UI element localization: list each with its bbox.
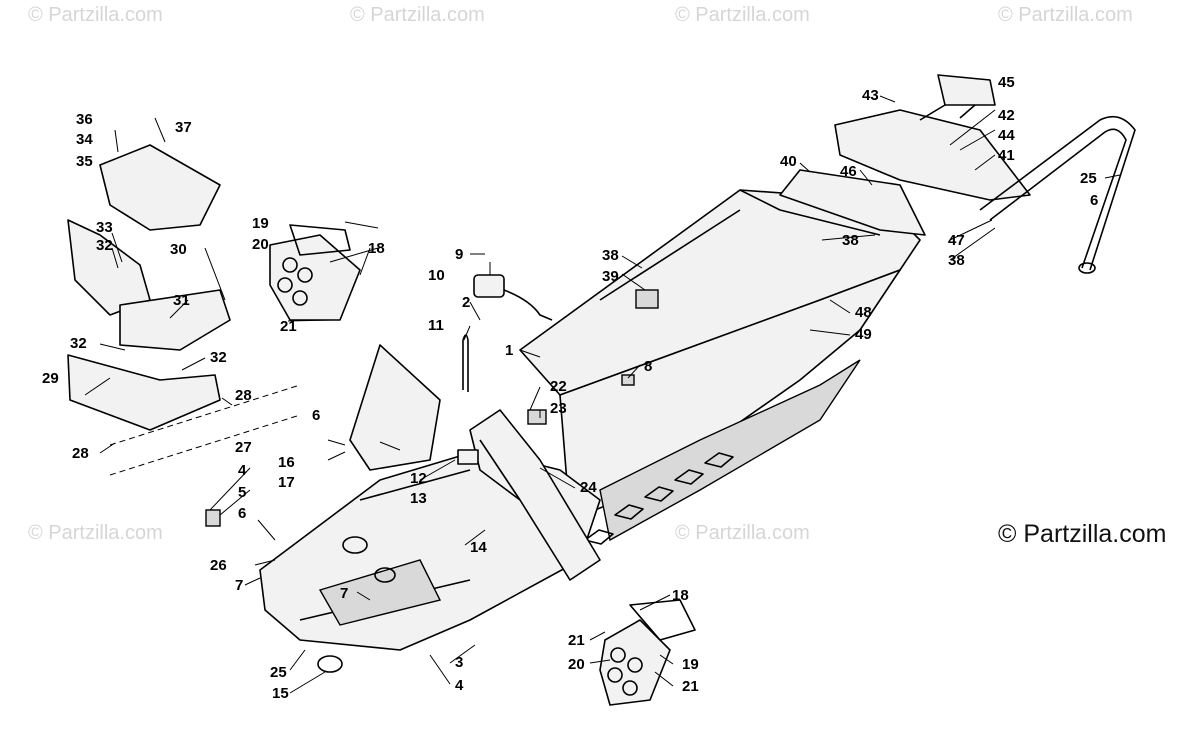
callout-29: 29: [42, 370, 59, 387]
callout-12: 12: [410, 470, 427, 487]
callout-44: 44: [998, 127, 1015, 144]
leader-lines: [84, 95, 1121, 694]
callout-13: 13: [410, 490, 427, 507]
watermark-top-2: © Partzilla.com: [350, 4, 485, 26]
callout-25: 25: [270, 664, 287, 681]
callout-37: 37: [175, 119, 192, 136]
callout-14: 14: [470, 539, 487, 556]
callout-18: 18: [672, 587, 689, 604]
rear-grab-handle-drawing: [979, 115, 1136, 274]
callout-6: 6: [312, 407, 320, 424]
callout-45: 45: [998, 74, 1015, 91]
callout-8: 8: [644, 358, 652, 375]
callout-32: 32: [210, 349, 227, 366]
callout-41: 41: [998, 147, 1015, 164]
foot-bracket-left-drawing: [269, 224, 361, 321]
callout-labels: 1 2 3 4 4 5 6 6 6 7 7 8 9 10 11 12 13 14…: [42, 74, 1098, 702]
callout-25: 25: [1080, 170, 1097, 187]
callout-21: 21: [682, 678, 699, 695]
callout-19: 19: [252, 215, 269, 232]
callout-10: 10: [428, 267, 445, 284]
callout-21: 21: [280, 318, 297, 335]
callout-28: 28: [235, 387, 252, 404]
callout-4: 4: [238, 462, 247, 479]
steering-components-drawing: [457, 274, 553, 465]
callout-38: 38: [602, 247, 619, 264]
front-bulkhead-drawing: [259, 344, 601, 651]
callout-22: 22: [550, 378, 567, 395]
callout-23: 23: [550, 400, 567, 417]
callout-35: 35: [76, 153, 93, 170]
callout-20: 20: [252, 236, 269, 253]
front-console-drawing: [67, 144, 301, 476]
callout-26: 26: [210, 557, 227, 574]
callout-33: 33: [96, 219, 113, 236]
callout-30: 30: [170, 241, 187, 258]
callout-43: 43: [862, 87, 879, 104]
callout-5: 5: [238, 484, 246, 501]
callout-38: 38: [842, 232, 859, 249]
callout-6: 6: [238, 505, 246, 522]
callout-31: 31: [173, 292, 190, 309]
watermark-mid-1: © Partzilla.com: [28, 522, 163, 544]
rear-seat-drawing: [779, 74, 1031, 236]
callout-24: 24: [580, 479, 597, 496]
chassis-tunnel-drawing: [519, 189, 921, 545]
callout-38: 38: [948, 252, 965, 269]
callout-4: 4: [455, 677, 464, 694]
callout-32: 32: [96, 237, 113, 254]
callout-19: 19: [682, 656, 699, 673]
callout-28: 28: [72, 445, 89, 462]
callout-27: 27: [235, 439, 252, 456]
callout-3: 3: [455, 654, 463, 671]
watermark-top-1: © Partzilla.com: [28, 4, 163, 26]
callout-46: 46: [840, 163, 857, 180]
callout-7: 7: [235, 577, 243, 594]
copyright-notice: © Partzilla.com: [998, 520, 1167, 548]
callout-36: 36: [76, 111, 93, 128]
callout-15: 15: [272, 685, 289, 702]
callout-9: 9: [455, 246, 463, 263]
callout-6: 6: [1090, 192, 1098, 209]
callout-16: 16: [278, 454, 295, 471]
callout-2: 2: [462, 294, 470, 311]
callout-21: 21: [568, 632, 585, 649]
hardware-drawing: [205, 289, 659, 673]
callout-20: 20: [568, 656, 585, 673]
foot-bracket-right-drawing: [599, 599, 696, 706]
watermark-top-3: © Partzilla.com: [675, 4, 810, 26]
callout-49: 49: [855, 326, 872, 343]
callout-42: 42: [998, 107, 1015, 124]
callout-32: 32: [70, 335, 87, 352]
callout-1: 1: [505, 342, 513, 359]
callout-7: 7: [340, 585, 348, 602]
callout-40: 40: [780, 153, 797, 170]
watermark-mid-3: © Partzilla.com: [675, 522, 810, 544]
watermark-top-4: © Partzilla.com: [998, 4, 1133, 26]
callout-34: 34: [76, 131, 93, 148]
callout-47: 47: [948, 232, 965, 249]
callout-48: 48: [855, 304, 872, 321]
callout-17: 17: [278, 474, 295, 491]
callout-11: 11: [428, 317, 444, 334]
callout-39: 39: [602, 268, 619, 285]
callout-18: 18: [368, 240, 385, 257]
